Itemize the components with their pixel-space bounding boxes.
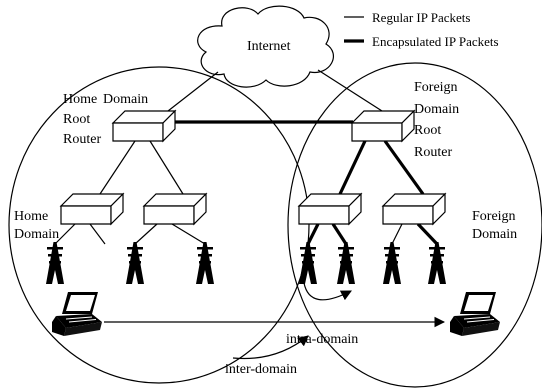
- link-foreign-left-tower1: [306, 223, 320, 245]
- link-home-root-left: [99, 140, 136, 195]
- link-foreign-root-right: [383, 140, 425, 195]
- home-root-router-label-1: Home: [63, 92, 97, 107]
- link-foreign-root-left: [338, 140, 367, 195]
- foreign-domain-label-1: Foreign: [472, 209, 516, 224]
- foreign-root-router-label-2: Domain: [414, 102, 459, 117]
- foreign-router-left: [298, 193, 362, 225]
- intra-domain-arrow: [303, 282, 352, 301]
- foreign-root-router-label-4: Router: [414, 145, 452, 160]
- home-root-router: [112, 110, 176, 142]
- legend-encapsulated-label: Encapsulated IP Packets: [372, 34, 499, 49]
- home-router-right: [143, 193, 207, 225]
- foreign-domain-label-2: Domain: [472, 227, 517, 242]
- home-router-left: [60, 193, 124, 225]
- home-root-router-label-4: Router: [63, 132, 101, 147]
- link-home-root-internet: [167, 71, 219, 112]
- foreign-tower-1: [299, 242, 317, 284]
- foreign-router-right: [382, 193, 446, 225]
- home-root-router-label-3: Root: [63, 112, 90, 127]
- home-root-router-label-2: Domain: [103, 92, 148, 107]
- foreign-root-router-label-3: Root: [414, 123, 441, 138]
- home-laptop: [51, 291, 103, 337]
- foreign-tower-3: [383, 242, 401, 284]
- link-home-root-right: [149, 140, 184, 195]
- intra-domain-label: intra-domain: [286, 332, 358, 347]
- foreign-domain-ellipse: [287, 62, 542, 388]
- internet-cloud: [197, 5, 335, 88]
- home-tower-1: [46, 242, 64, 284]
- inter-domain-arrow: [232, 335, 309, 360]
- foreign-root-router-label-1: Foreign: [414, 80, 458, 95]
- home-tower-3: [196, 242, 214, 284]
- foreign-root-router: [351, 110, 415, 142]
- link-home-left-tower2: [89, 223, 106, 245]
- link-home-right-tower1: [134, 223, 158, 245]
- legend-regular-label: Regular IP Packets: [372, 10, 470, 25]
- link-foreign-left-tower2: [331, 223, 348, 245]
- foreign-tower-2: [337, 242, 355, 284]
- foreign-tower-4: [428, 242, 446, 284]
- home-domain-label-2: Domain: [14, 227, 59, 242]
- home-domain-ellipse: [8, 66, 310, 384]
- foreign-laptop: [449, 291, 501, 337]
- link-foreign-root-internet: [317, 69, 383, 112]
- inter-domain-label: inter-domain: [225, 362, 297, 377]
- home-tower-2: [126, 242, 144, 284]
- home-domain-label-1: Home: [14, 209, 48, 224]
- internet-label: Internet: [247, 39, 291, 54]
- link-foreign-right-tower1: [391, 223, 403, 245]
- link-home-right-tower2: [171, 223, 206, 245]
- link-foreign-right-tower2: [416, 222, 439, 246]
- link-home-left-tower1: [54, 223, 76, 245]
